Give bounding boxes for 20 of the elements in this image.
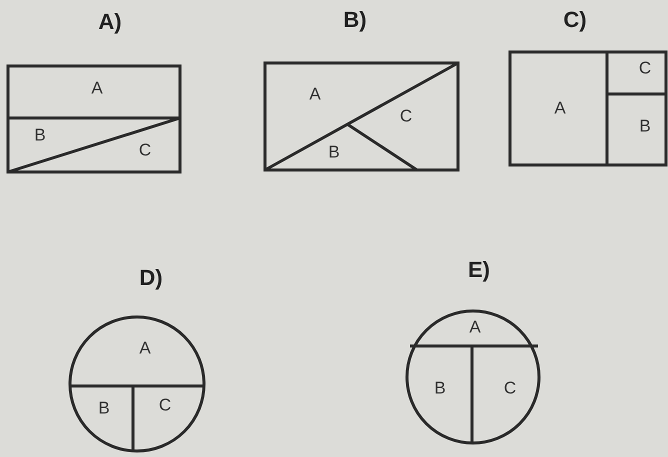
option-label: C): [563, 9, 587, 31]
region-letter: C: [158, 396, 172, 414]
region-letter: A: [309, 86, 321, 102]
region-letter: B: [434, 380, 446, 396]
option-label: A): [98, 11, 122, 33]
region-letter: B: [639, 118, 651, 134]
region-letter: B: [98, 400, 110, 416]
region-letter: C: [400, 108, 412, 124]
region-letter: A: [139, 340, 151, 356]
region-letter: C: [504, 380, 516, 396]
region-letter: C: [138, 142, 152, 158]
option-label: D): [139, 267, 163, 289]
option-label: E): [468, 259, 490, 281]
region-letter: B: [328, 144, 340, 160]
region-letter: A: [554, 100, 566, 116]
region-letter: A: [91, 80, 103, 96]
region-letter: A: [469, 318, 481, 336]
option-label: B): [343, 9, 367, 31]
region-letter: C: [638, 60, 652, 76]
region-letter: B: [34, 126, 46, 144]
